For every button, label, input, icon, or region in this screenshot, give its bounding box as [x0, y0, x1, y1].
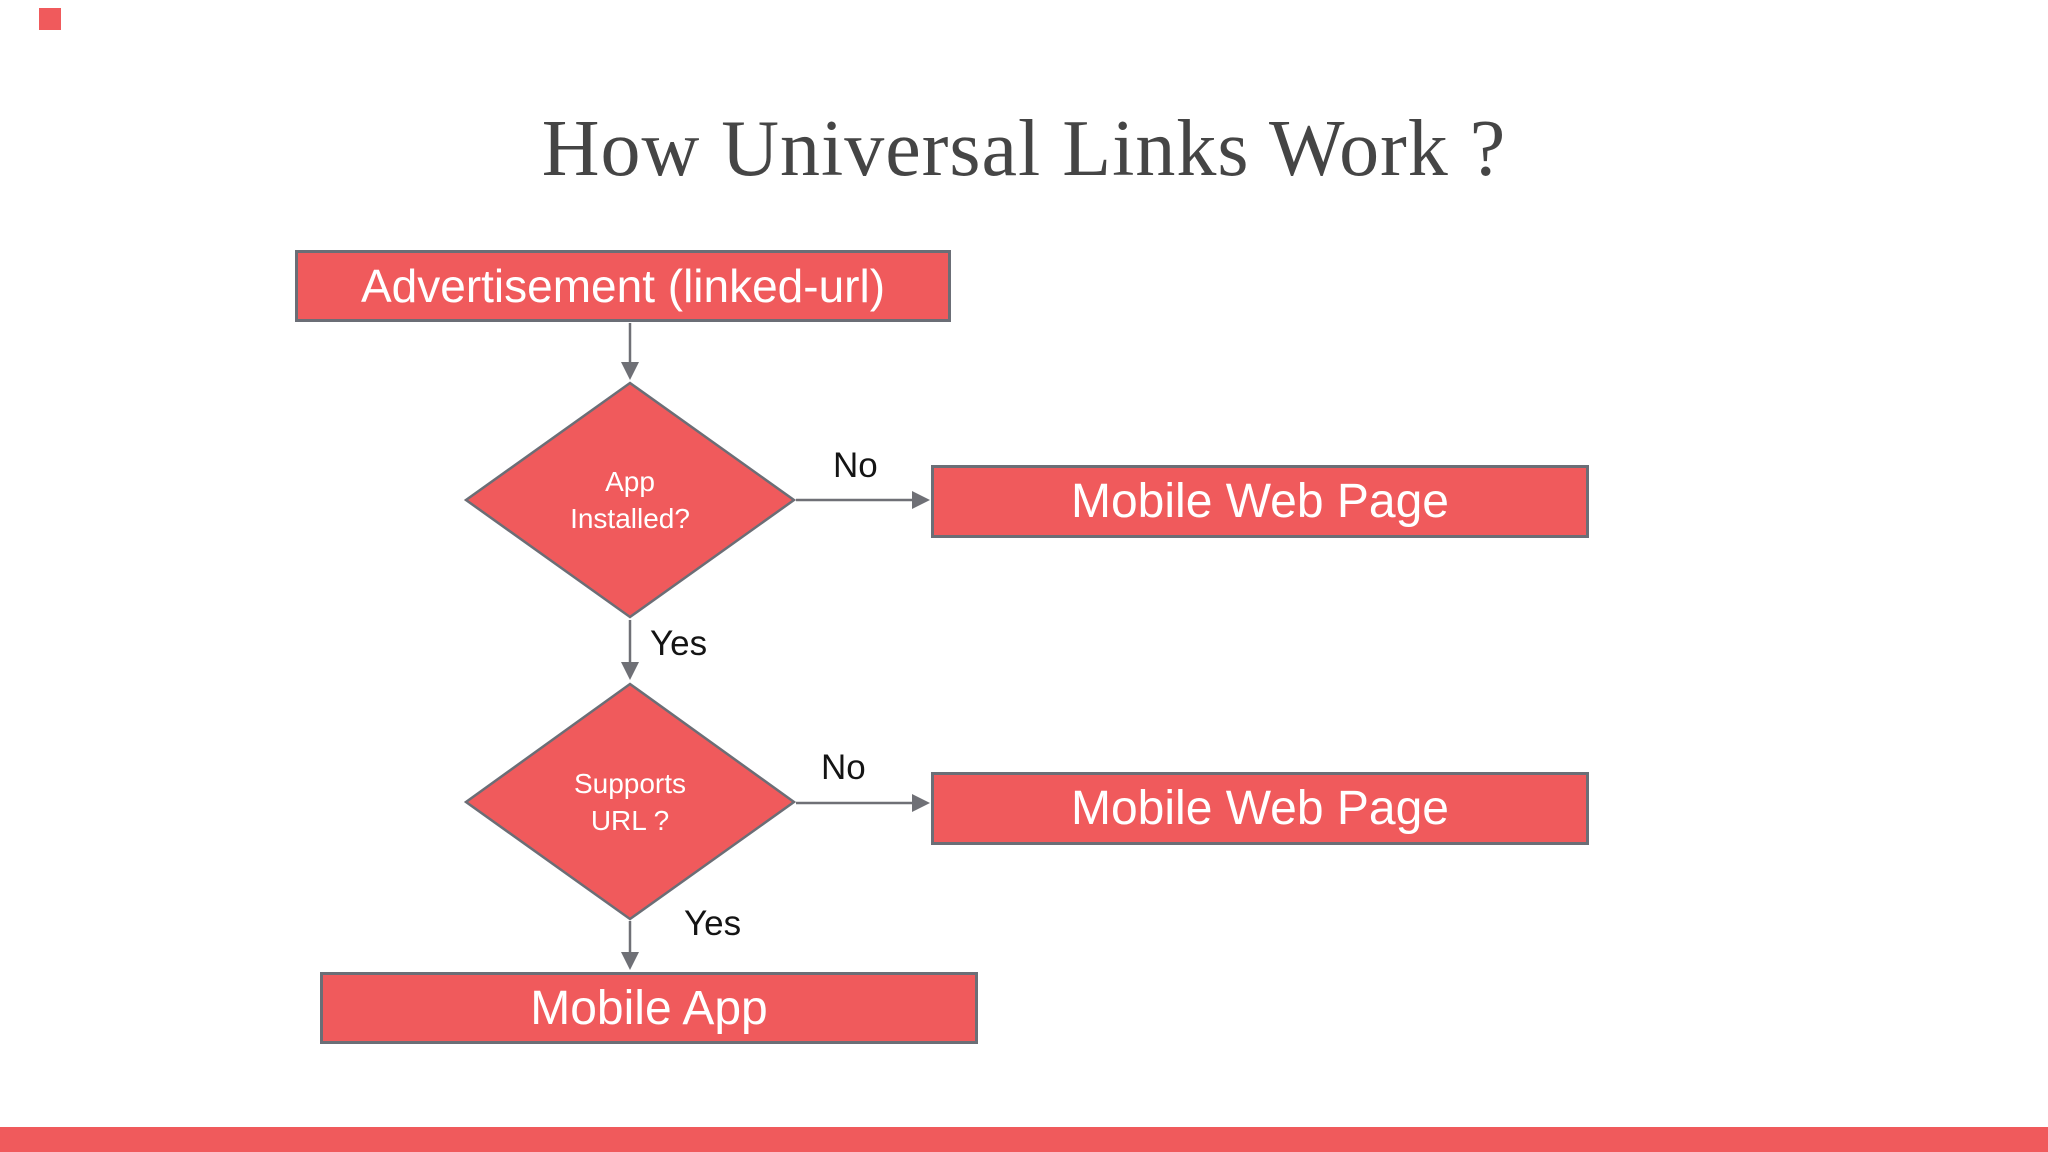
node-mobile-web-page-1-label: Mobile Web Page: [1071, 475, 1449, 528]
decision-app-installed-label: App Installed?: [510, 463, 750, 537]
node-mobile-web-page-2: Mobile Web Page: [931, 772, 1589, 845]
decision-supports-url-label: Supports URL ?: [510, 765, 750, 839]
decision-app-installed-line2: Installed?: [570, 503, 690, 534]
node-mobile-web-page-2-label: Mobile Web Page: [1071, 782, 1449, 835]
bottom-accent-bar: [0, 1127, 2048, 1152]
decision-app-installed: [463, 381, 797, 619]
edge-label-no-2: No: [821, 748, 866, 787]
node-mobile-app-label: Mobile App: [530, 981, 768, 1035]
decision-supports-url-line1: Supports: [573, 768, 687, 799]
arrow-right-icon: [912, 491, 930, 509]
decision-supports-url-line2: URL ?: [590, 805, 670, 836]
decision-supports-url: [463, 682, 797, 921]
node-mobile-app: Mobile App: [320, 972, 978, 1044]
node-advertisement: Advertisement (linked-url): [295, 250, 951, 322]
arrow-down-icon: [621, 662, 639, 680]
edge-label-yes-2: Yes: [684, 904, 742, 943]
decision-app-installed-line1: App: [605, 466, 655, 497]
edge-label-no-1: No: [833, 446, 878, 485]
arrow-down-icon: [621, 952, 639, 970]
page-title: How Universal Links Work ?: [541, 105, 1507, 193]
node-advertisement-label: Advertisement (linked-url): [360, 260, 886, 312]
arrow-right-icon: [912, 794, 930, 812]
arrow-down-icon: [621, 362, 639, 380]
edge-label-yes-1: Yes: [650, 624, 708, 663]
node-mobile-web-page-1: Mobile Web Page: [931, 465, 1589, 538]
red-corner-accent: [39, 8, 61, 30]
